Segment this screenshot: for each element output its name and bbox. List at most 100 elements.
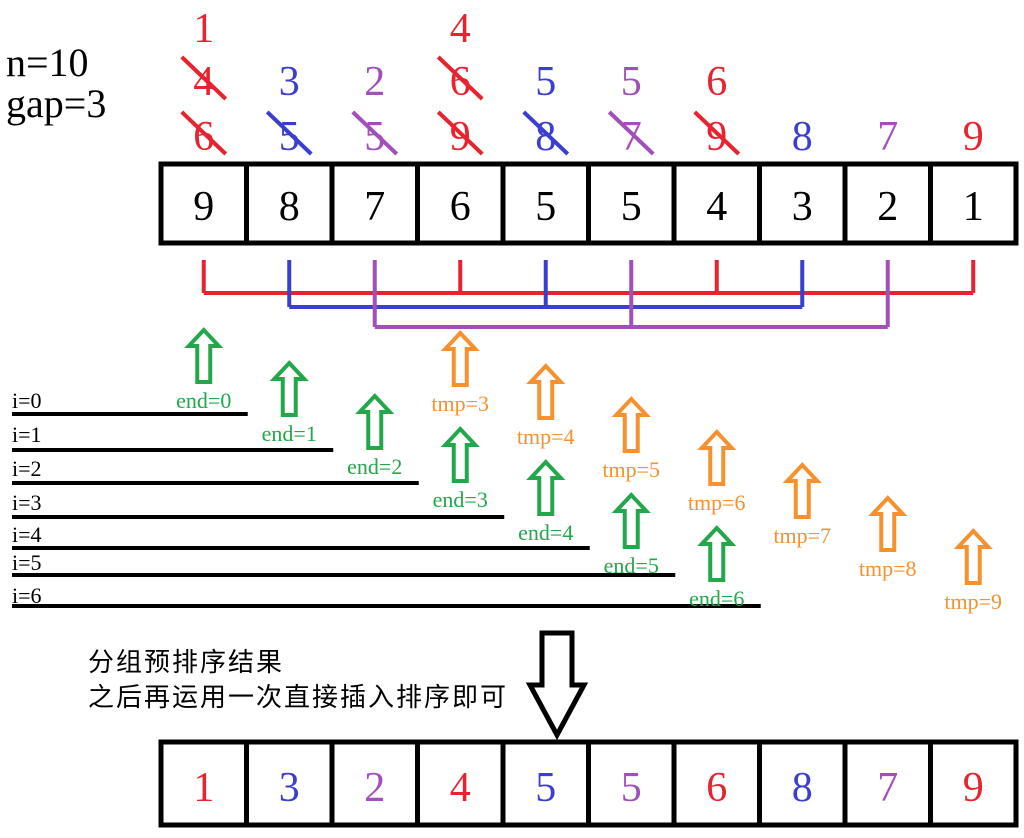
history-value: 9 [706, 114, 727, 160]
strike-mark [607, 110, 655, 156]
history-value: 5 [364, 114, 385, 160]
history-value: 4 [450, 6, 471, 52]
top-array-cell-box [415, 161, 506, 246]
end-arrow-icon [355, 393, 395, 450]
top-array-cell-value: 7 [364, 184, 385, 230]
end-arrow-icon [184, 327, 224, 384]
note-line-2: 之后再运用一次直接插入排序即可 [88, 683, 508, 713]
strike-mark [436, 110, 484, 156]
bottom-array-cell: 6 [671, 739, 762, 828]
bottom-array-cell-value: 7 [877, 765, 898, 811]
bottom-array-cell-box [928, 739, 1019, 828]
top-array-cell: 3 [757, 161, 848, 246]
end-label: end=3 [433, 487, 488, 512]
bottom-array-cell: 5 [500, 739, 591, 828]
iteration-label: i=5 [12, 550, 42, 575]
top-array-cell: 9 [158, 161, 249, 246]
history-value: 4 [193, 59, 214, 105]
top-array-cell-box [244, 161, 335, 246]
bottom-array-cell: 5 [586, 739, 677, 828]
bottom-array-cell: 2 [329, 739, 420, 828]
top-array-cell-box [928, 161, 1019, 246]
top-array-cell-box [586, 161, 677, 246]
strike-mark [265, 110, 313, 156]
strike-mark [693, 110, 741, 156]
gap-group-brackets [201, 260, 976, 329]
bottom-array-cell-value: 4 [450, 765, 471, 811]
top-array-cell-value: 3 [792, 184, 813, 230]
history-value: 6 [193, 114, 214, 160]
top-array-cell-box [500, 161, 591, 246]
history-value: 6 [706, 59, 727, 105]
top-array-cell: 6 [415, 161, 506, 246]
tmp-arrow-icon [440, 330, 480, 387]
strike-mark [522, 110, 570, 156]
history-value: 5 [535, 59, 556, 105]
tmp-arrow-icon [868, 495, 908, 552]
bottom-array-cell-value: 9 [963, 765, 984, 811]
end-arrow-icon [611, 492, 651, 549]
bottom-array-cell-box [329, 739, 420, 828]
strike-mark [351, 110, 399, 156]
tmp-label: tmp=3 [431, 391, 489, 416]
top-array-cell: 4 [671, 161, 762, 246]
end-arrow-icon [269, 360, 309, 417]
top-array-cell-value: 5 [621, 184, 642, 230]
end-label: end=0 [176, 388, 231, 413]
strike-mark [180, 110, 228, 156]
bottom-array-cell-box [671, 739, 762, 828]
tmp-label: tmp=6 [688, 490, 746, 515]
blue-group-bracket [287, 260, 805, 309]
bottom-array-cell-value: 5 [621, 765, 642, 811]
history-value: 9 [450, 114, 471, 160]
bottom-array-cell-value: 3 [279, 765, 300, 811]
bottom-array-cell-box [244, 739, 335, 828]
tmp-arrow-icon [782, 462, 822, 519]
top-array-cell-value: 5 [535, 184, 556, 230]
history-value: 7 [621, 114, 642, 160]
tmp-label: tmp=7 [773, 523, 831, 548]
strike-mark [436, 55, 484, 101]
iteration-label: i=3 [12, 490, 42, 515]
top-array-cell-value: 2 [877, 184, 898, 230]
top-array-cell-value: 9 [193, 184, 214, 230]
param-gap: gap=3 [6, 81, 106, 126]
iteration-label: i=0 [12, 388, 42, 413]
end-arrow-icon [526, 459, 566, 516]
iteration-label: i=4 [12, 522, 42, 547]
bottom-array-cell-box [415, 739, 506, 828]
top-array-cell-value: 8 [279, 184, 300, 230]
history-value: 8 [792, 114, 813, 160]
history-value: 5 [621, 59, 642, 105]
history-value: 3 [279, 59, 300, 105]
top-array-cell-value: 1 [963, 184, 984, 230]
tmp-arrow-icon [526, 363, 566, 420]
top-array-cell: 1 [928, 161, 1019, 246]
bottom-array-cell-value: 2 [364, 765, 385, 811]
iteration-label: i=6 [12, 583, 42, 608]
history-value: 6 [450, 59, 471, 105]
bottom-array-cell-value: 8 [792, 765, 813, 811]
top-array-cell: 7 [329, 161, 420, 246]
tmp-arrow-icon [611, 396, 651, 453]
bottom-array-cell: 7 [842, 739, 933, 828]
bottom-array-cell: 9 [928, 739, 1019, 828]
param-n: n=10 [6, 40, 89, 85]
top-array-cell: 2 [842, 161, 933, 246]
bottom-array-cell: 8 [757, 739, 848, 828]
top-array-cell-value: 4 [706, 184, 727, 230]
down-arrow-icon [525, 630, 589, 741]
bottom-array-cell-value: 1 [193, 765, 214, 811]
end-arrow-icon [440, 426, 480, 483]
top-array-cell: 5 [500, 161, 591, 246]
bottom-array-cell-box [842, 739, 933, 828]
history-value: 2 [364, 59, 385, 105]
tmp-label: tmp=5 [602, 457, 660, 482]
bottom-array-cell-value: 5 [535, 765, 556, 811]
history-value: 1 [193, 6, 214, 52]
top-array-cell-box [671, 161, 762, 246]
note-line-1: 分组预排序结果 [88, 648, 284, 678]
